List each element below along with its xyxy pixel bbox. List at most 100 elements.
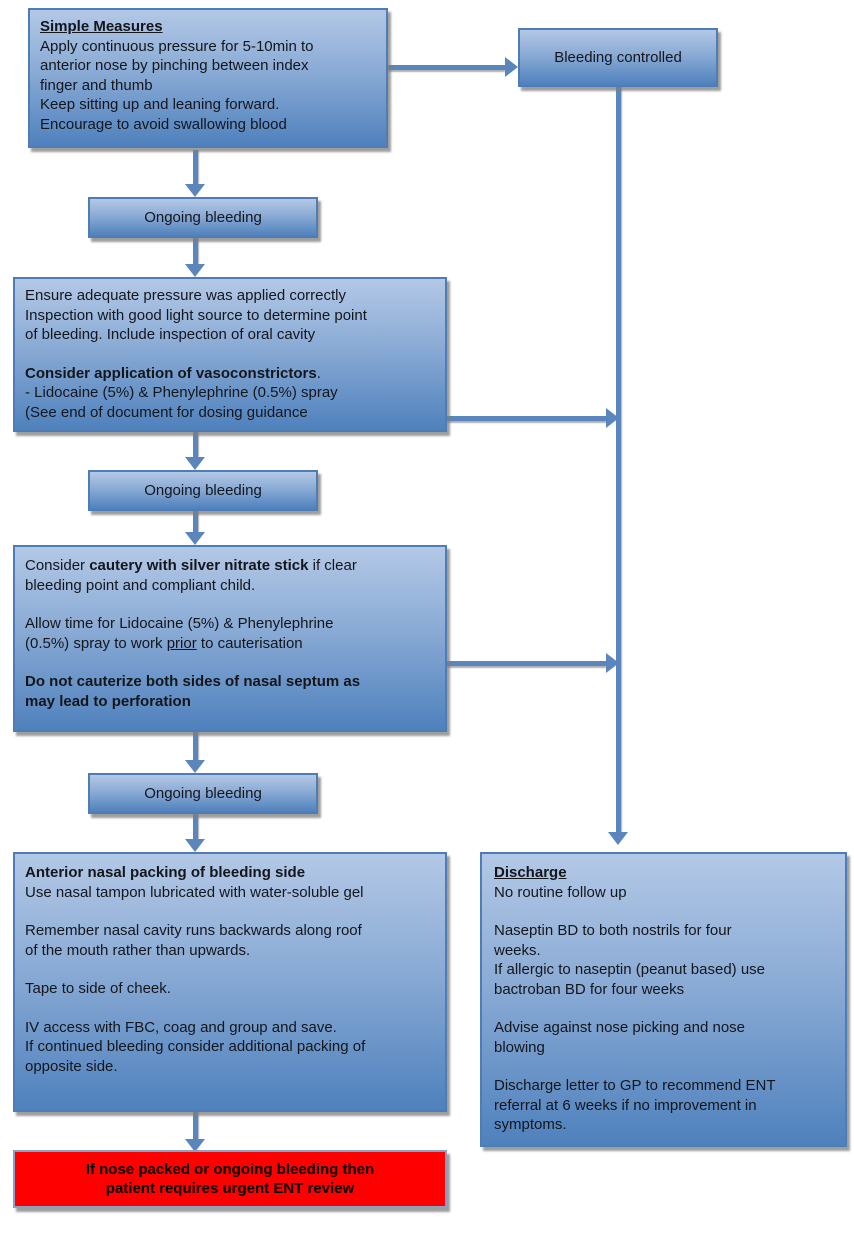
text-line: Consider application of vasoconstrictors… xyxy=(25,364,439,384)
text-line: (0.5%) spray to work prior to cauterisat… xyxy=(25,634,439,654)
blank-line xyxy=(25,999,439,1018)
text-line: finger and thumb xyxy=(40,76,153,94)
arrow-assess-to-ongoing2 xyxy=(185,432,205,470)
plain-text: if clear xyxy=(308,557,357,574)
warning-text-line: patient requires urgent ENT review xyxy=(105,1180,355,1197)
text-line: Naseptin BD to both nostrils for four xyxy=(494,922,732,939)
text-line: Inspection with good light source to det… xyxy=(25,306,367,324)
arrow-shaft xyxy=(192,732,198,760)
arrow-head-down-icon xyxy=(185,1139,205,1152)
discharge-box: Discharge No routine follow up Naseptin … xyxy=(480,852,847,1147)
text-line: weeks. xyxy=(494,941,541,959)
ongoing-bleeding-label: Ongoing bleeding xyxy=(144,481,262,499)
plain-text: (0.5%) spray to work xyxy=(25,634,167,652)
warning-text-line: If nose packed or ongoing bleeding then xyxy=(85,1160,375,1178)
text-line: Allow time for Lidocaine (5%) & Phenylep… xyxy=(25,615,334,632)
arrow-shaft xyxy=(388,64,505,70)
text-line: bactroban BD for four weeks xyxy=(494,980,685,998)
arrow-shaft xyxy=(192,150,198,184)
arrow-head-down-icon xyxy=(185,184,205,197)
text-line: Encourage to avoid swallowing blood xyxy=(40,115,287,133)
arrow-packing-to-warning xyxy=(185,1112,205,1152)
urgent-ent-warning-box: If nose packed or ongoing bleeding then … xyxy=(13,1150,447,1208)
bold-text-line: may lead to perforation xyxy=(25,692,191,710)
arrow-ongoing3-to-packing xyxy=(185,814,205,852)
arrow-ongoing2-to-cautery xyxy=(185,511,205,545)
arrow-shaft xyxy=(447,660,606,666)
plain-text: . xyxy=(316,364,321,382)
text-line: (See end of document for dosing guidance xyxy=(25,403,308,421)
text-line: bleeding point and compliant child. xyxy=(25,576,256,594)
arrow-simple-to-controlled xyxy=(388,57,518,77)
arrow-shaft xyxy=(447,415,606,421)
text-line: If continued bleeding consider additiona… xyxy=(25,1038,366,1055)
arrow-controlled-to-discharge xyxy=(608,86,628,845)
bold-text: Consider application of vasoconstrictors xyxy=(25,364,317,382)
text-line: opposite side. xyxy=(25,1057,118,1075)
arrow-head-down-icon xyxy=(185,532,205,545)
text-line: symptoms. xyxy=(494,1116,567,1133)
arrow-shaft xyxy=(192,1112,198,1139)
text-line: blowing xyxy=(494,1038,545,1056)
blank-line xyxy=(25,902,439,921)
text-line: Advise against nose picking and nose xyxy=(494,1019,746,1036)
text-line: If allergic to naseptin (peanut based) u… xyxy=(494,961,766,978)
arrow-cautery-to-ongoing3 xyxy=(185,732,205,773)
blank-line xyxy=(25,653,439,672)
bold-text: cautery with silver nitrate stick xyxy=(89,557,309,574)
ongoing-bleeding-box-2: Ongoing bleeding xyxy=(88,470,318,511)
ongoing-bleeding-box-1: Ongoing bleeding xyxy=(88,197,318,238)
plain-text: to cauterisation xyxy=(196,634,303,652)
text-line: Tape to side of cheek. xyxy=(25,980,171,997)
text-line: Keep sitting up and leaning forward. xyxy=(40,96,280,113)
blank-line xyxy=(494,902,839,921)
arrow-shaft xyxy=(192,432,198,457)
arrow-simple-to-ongoing1 xyxy=(185,150,205,197)
plain-text: Consider xyxy=(25,557,90,574)
text-line: - Lidocaine (5%) & Phenylephrine (0.5%) … xyxy=(25,384,338,401)
text-line: Apply continuous pressure for 5-10min to xyxy=(40,37,314,55)
blank-line xyxy=(25,595,439,614)
arrow-assess-to-controlled-line xyxy=(447,408,619,428)
nasal-packing-box: Anterior nasal packing of bleeding side … xyxy=(13,852,447,1112)
text-line: Remember nasal cavity runs backwards alo… xyxy=(25,922,362,939)
bleeding-controlled-label: Bleeding controlled xyxy=(554,48,682,66)
arrow-head-down-icon xyxy=(608,832,628,845)
arrow-head-down-icon xyxy=(185,760,205,773)
underlined-text: prior xyxy=(166,634,197,652)
arrow-shaft xyxy=(192,814,198,839)
text-line: referral at 6 weeks if no improvement in xyxy=(494,1096,757,1114)
blank-line xyxy=(25,345,439,364)
blank-line xyxy=(494,1057,839,1076)
text-line: of the mouth rather than upwards. xyxy=(25,941,251,959)
bleeding-controlled-box: Bleeding controlled xyxy=(518,28,718,87)
arrow-head-right-icon xyxy=(505,57,518,77)
discharge-title: Discharge xyxy=(494,864,567,881)
text-line: Use nasal tampon lubricated with water-s… xyxy=(25,883,364,901)
arrow-cautery-to-controlled-line xyxy=(447,653,619,673)
ongoing-bleeding-label: Ongoing bleeding xyxy=(144,784,262,802)
arrow-ongoing1-to-assess xyxy=(185,238,205,277)
arrow-head-down-icon xyxy=(185,264,205,277)
cautery-box: Consider cautery with silver nitrate sti… xyxy=(13,545,447,732)
arrow-shaft xyxy=(192,511,198,532)
ongoing-bleeding-box-3: Ongoing bleeding xyxy=(88,773,318,814)
text-line: No routine follow up xyxy=(494,883,627,901)
text-line: IV access with FBC, coag and group and s… xyxy=(25,1018,337,1036)
arrow-shaft xyxy=(192,238,198,264)
text-line: Consider cautery with silver nitrate sti… xyxy=(25,556,439,576)
simple-measures-title: Simple Measures xyxy=(40,18,163,35)
blank-line xyxy=(25,960,439,979)
text-line: Ensure adequate pressure was applied cor… xyxy=(25,287,347,304)
packing-title: Anterior nasal packing of bleeding side xyxy=(25,864,306,881)
ongoing-bleeding-label: Ongoing bleeding xyxy=(144,208,262,226)
blank-line xyxy=(494,999,839,1018)
text-line: anterior nose by pinching between index xyxy=(40,57,309,74)
text-line: Discharge letter to GP to recommend ENT xyxy=(494,1077,776,1094)
text-line: of bleeding. Include inspection of oral … xyxy=(25,326,316,343)
arrow-shaft xyxy=(615,86,621,832)
arrow-head-down-icon xyxy=(185,457,205,470)
simple-measures-box: Simple Measures Apply continuous pressur… xyxy=(28,8,388,148)
bold-text-line: Do not cauterize both sides of nasal sep… xyxy=(25,673,361,690)
